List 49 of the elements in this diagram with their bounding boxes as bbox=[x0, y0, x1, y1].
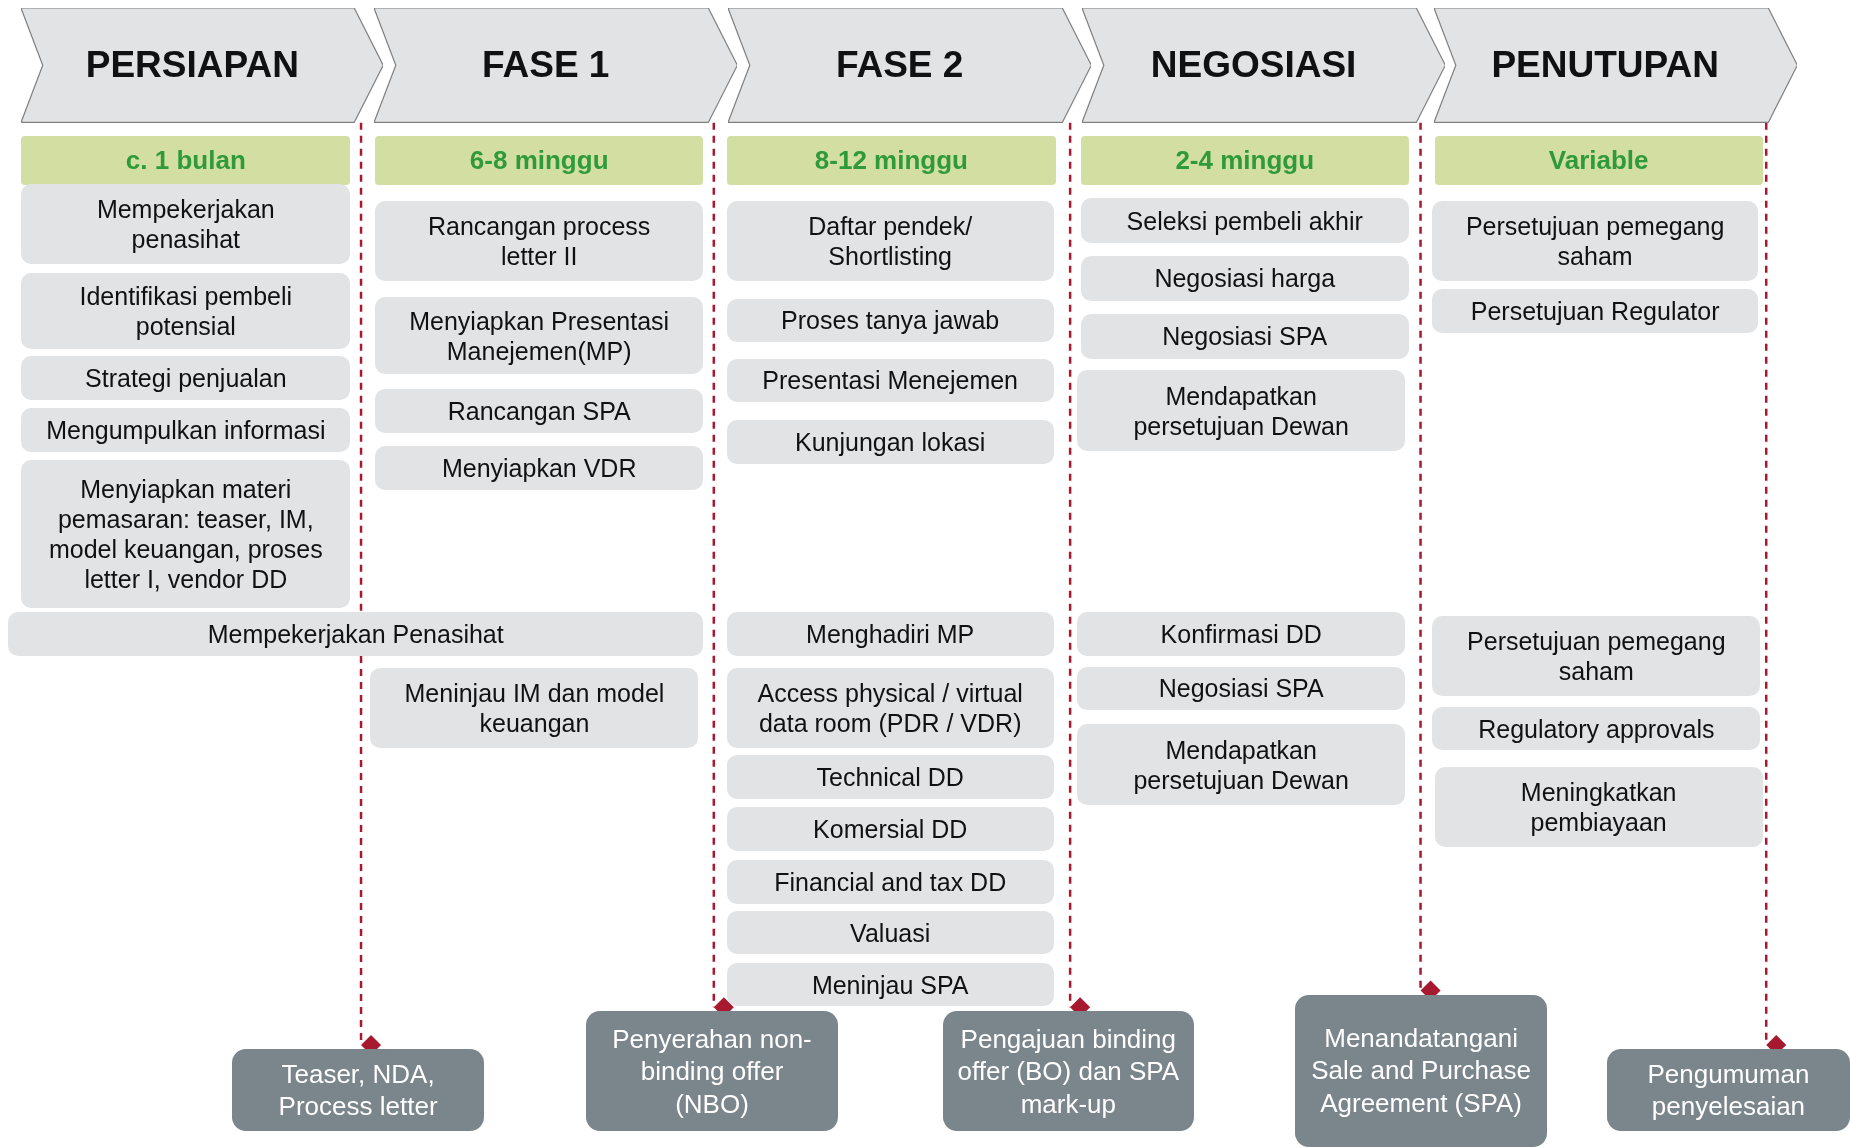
phase-title: FASE 2 bbox=[835, 44, 964, 87]
task-box: Kunjungan lokasi bbox=[726, 420, 1054, 464]
task-box: Identifikasi pembeli potensial bbox=[21, 272, 351, 350]
phase-title: NEGOSIASI bbox=[1150, 44, 1357, 87]
task-box: Mempekerjakan penasihat bbox=[21, 184, 351, 265]
task-box: Mempekerjakan Penasihat bbox=[8, 612, 704, 656]
task-box: Meninjau SPA bbox=[726, 962, 1054, 1007]
milestone-box: Menandatangani Sale and Purchase Agreement (SPA) bbox=[1295, 994, 1547, 1147]
task-box: Valuasi bbox=[726, 910, 1054, 955]
task-box: Financial and tax DD bbox=[726, 860, 1054, 904]
task-box: Meningkatkan pembiayaan bbox=[1434, 766, 1763, 848]
task-box: Mendapatkan persetujuan Dewan bbox=[1077, 724, 1406, 805]
duration-bar: Variable bbox=[1434, 135, 1763, 186]
phase-title: PENUTUPAN bbox=[1491, 44, 1719, 87]
phase-title: PERSIAPAN bbox=[85, 44, 299, 87]
milestone-box: Penyerahan non-binding offer (NBO) bbox=[586, 1011, 838, 1132]
task-box: Access physical / virtual data room (PDR / VDR) bbox=[726, 667, 1054, 748]
task-box: Persetujuan pemegang saham bbox=[1432, 200, 1758, 281]
task-box: Regulatory approvals bbox=[1432, 706, 1761, 751]
duration-bar: 6-8 minggu bbox=[375, 135, 704, 186]
task-box: Daftar pendek/ Shortlisting bbox=[726, 200, 1054, 281]
task-box: Mengumpulkan informasi bbox=[21, 408, 351, 452]
task-box: Menyiapkan VDR bbox=[375, 445, 704, 490]
task-box: Menghadiri MP bbox=[726, 612, 1054, 656]
task-box: Persetujuan Regulator bbox=[1432, 289, 1758, 333]
task-box: Negosiasi SPA bbox=[1080, 313, 1409, 359]
milestone-box: Teaser, NDA, Process letter bbox=[232, 1048, 484, 1132]
milestone-box: Pengumuman penyelesaian bbox=[1606, 1048, 1850, 1132]
task-box: Technical DD bbox=[726, 755, 1054, 799]
duration-bar: c. 1 bulan bbox=[21, 135, 351, 186]
phase-title: FASE 1 bbox=[481, 44, 610, 87]
task-box: Negosiasi harga bbox=[1080, 256, 1409, 301]
task-box: Mendapatkan persetujuan Dewan bbox=[1077, 370, 1406, 451]
task-box: Persetujuan pemegang saham bbox=[1432, 615, 1761, 697]
milestone-box: Pengajuan binding offer (BO) dan SPA mark-up bbox=[942, 1011, 1194, 1132]
task-box: Negosiasi SPA bbox=[1077, 666, 1406, 711]
task-box: Rancangan SPA bbox=[375, 389, 704, 433]
task-box: Strategi penjualan bbox=[21, 356, 351, 400]
duration-bar: 8-12 minggu bbox=[726, 135, 1056, 186]
duration-bar: 2-4 minggu bbox=[1080, 135, 1409, 186]
task-box: Komersial DD bbox=[726, 807, 1054, 851]
task-box: Menyiapkan Presentasi Manejemen(MP) bbox=[375, 297, 704, 374]
task-box: Rancangan process letter II bbox=[375, 200, 704, 281]
task-box: Meninjau IM dan model keuangan bbox=[370, 667, 699, 748]
task-box: Menyiapkan materi pemasaran: teaser, IM, model keuangan, proses letter I, vendor DD bbox=[21, 460, 351, 608]
task-box: Presentasi Menejemen bbox=[726, 358, 1054, 403]
task-box: Proses tanya jawab bbox=[726, 298, 1054, 343]
task-box: Seleksi pembeli akhir bbox=[1080, 198, 1409, 244]
task-box: Konfirmasi DD bbox=[1077, 612, 1406, 656]
